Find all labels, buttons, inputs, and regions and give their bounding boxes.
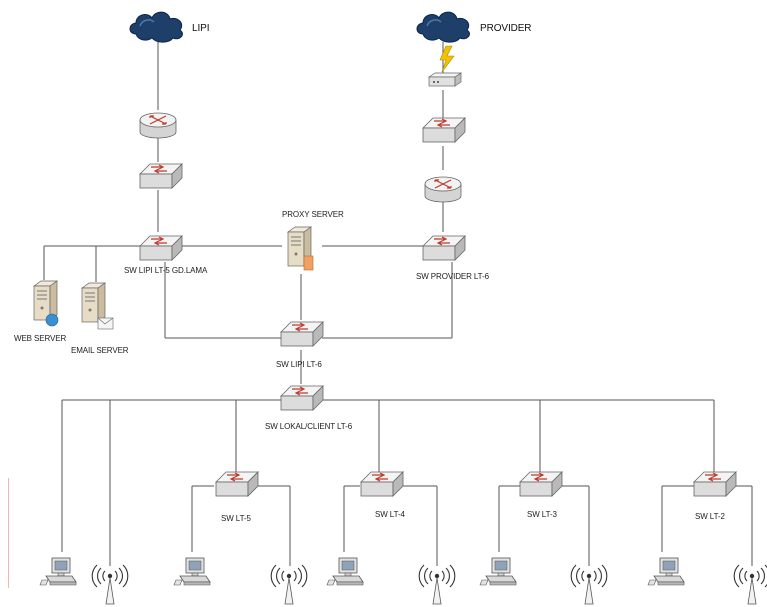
wireless-ap-icon-5 [733,564,767,605]
workstation-icon-5 [647,557,685,586]
switch-icon-sw-lipi-lt6 [280,321,324,347]
switch-icon-sw-lipi-lt5 [139,235,183,261]
modem-icon [427,72,463,87]
router-icon-provider [424,176,462,203]
switch-icon-sw-lt4 [360,471,404,497]
label-provider: PROVIDER [480,23,532,34]
cloud-icon-provider [416,11,471,43]
workstation-icon-2 [173,557,211,586]
label-sw-lokal-client-lt6: SW LOKAL/CLIENT LT-6 [265,422,353,431]
globe-icon [45,313,59,327]
router-icon-lipi [139,112,177,139]
switch-icon-sw-provider-lt6 [422,235,466,261]
wireless-ap-icon-2 [270,564,308,605]
wireless-ap-icon-4 [570,564,608,605]
label-sw-provider-lt6: SW PROVIDER LT-6 [416,272,489,281]
label-sw-lt3: SW LT-3 [527,510,557,519]
label-web-server: WEB SERVER [14,334,67,343]
label-sw-lt2: SW LT-2 [695,512,725,521]
switch-icon-sw-lt2 [693,471,737,497]
lightning-icon [439,45,455,73]
switch-icon-sw-lokal-client-lt6 [280,385,324,411]
workstation-icon-3 [326,557,364,586]
cloud-icon-lipi [129,11,184,43]
margin-mark [8,478,9,588]
switch-icon-lipi-upper [139,163,183,189]
server-icon-proxy [287,226,314,271]
connection-lines [43,40,753,566]
workstation-icon-1 [39,557,77,586]
label-email-server: EMAIL SERVER [71,346,129,355]
label-sw-lipi-lt6: SW LIPI LT-6 [276,360,322,369]
label-sw-lt5: SW LT-5 [221,514,251,523]
workstation-icon-4 [479,557,517,586]
label-sw-lt4: SW LT-4 [375,510,405,519]
label-sw-lipi-lt5: SW LIPI LT-5 GD.LAMA [124,266,208,275]
label-lipi: LIPI [192,23,210,34]
switch-icon-sw-lt5 [215,471,259,497]
switch-icon-provider-upper [422,117,466,143]
server-icon-email [81,282,114,330]
label-proxy-server: PROXY SERVER [282,210,344,219]
switch-icon-sw-lt3 [519,471,563,497]
wireless-ap-icon-3 [418,564,456,605]
wireless-ap-icon-1 [91,564,129,605]
